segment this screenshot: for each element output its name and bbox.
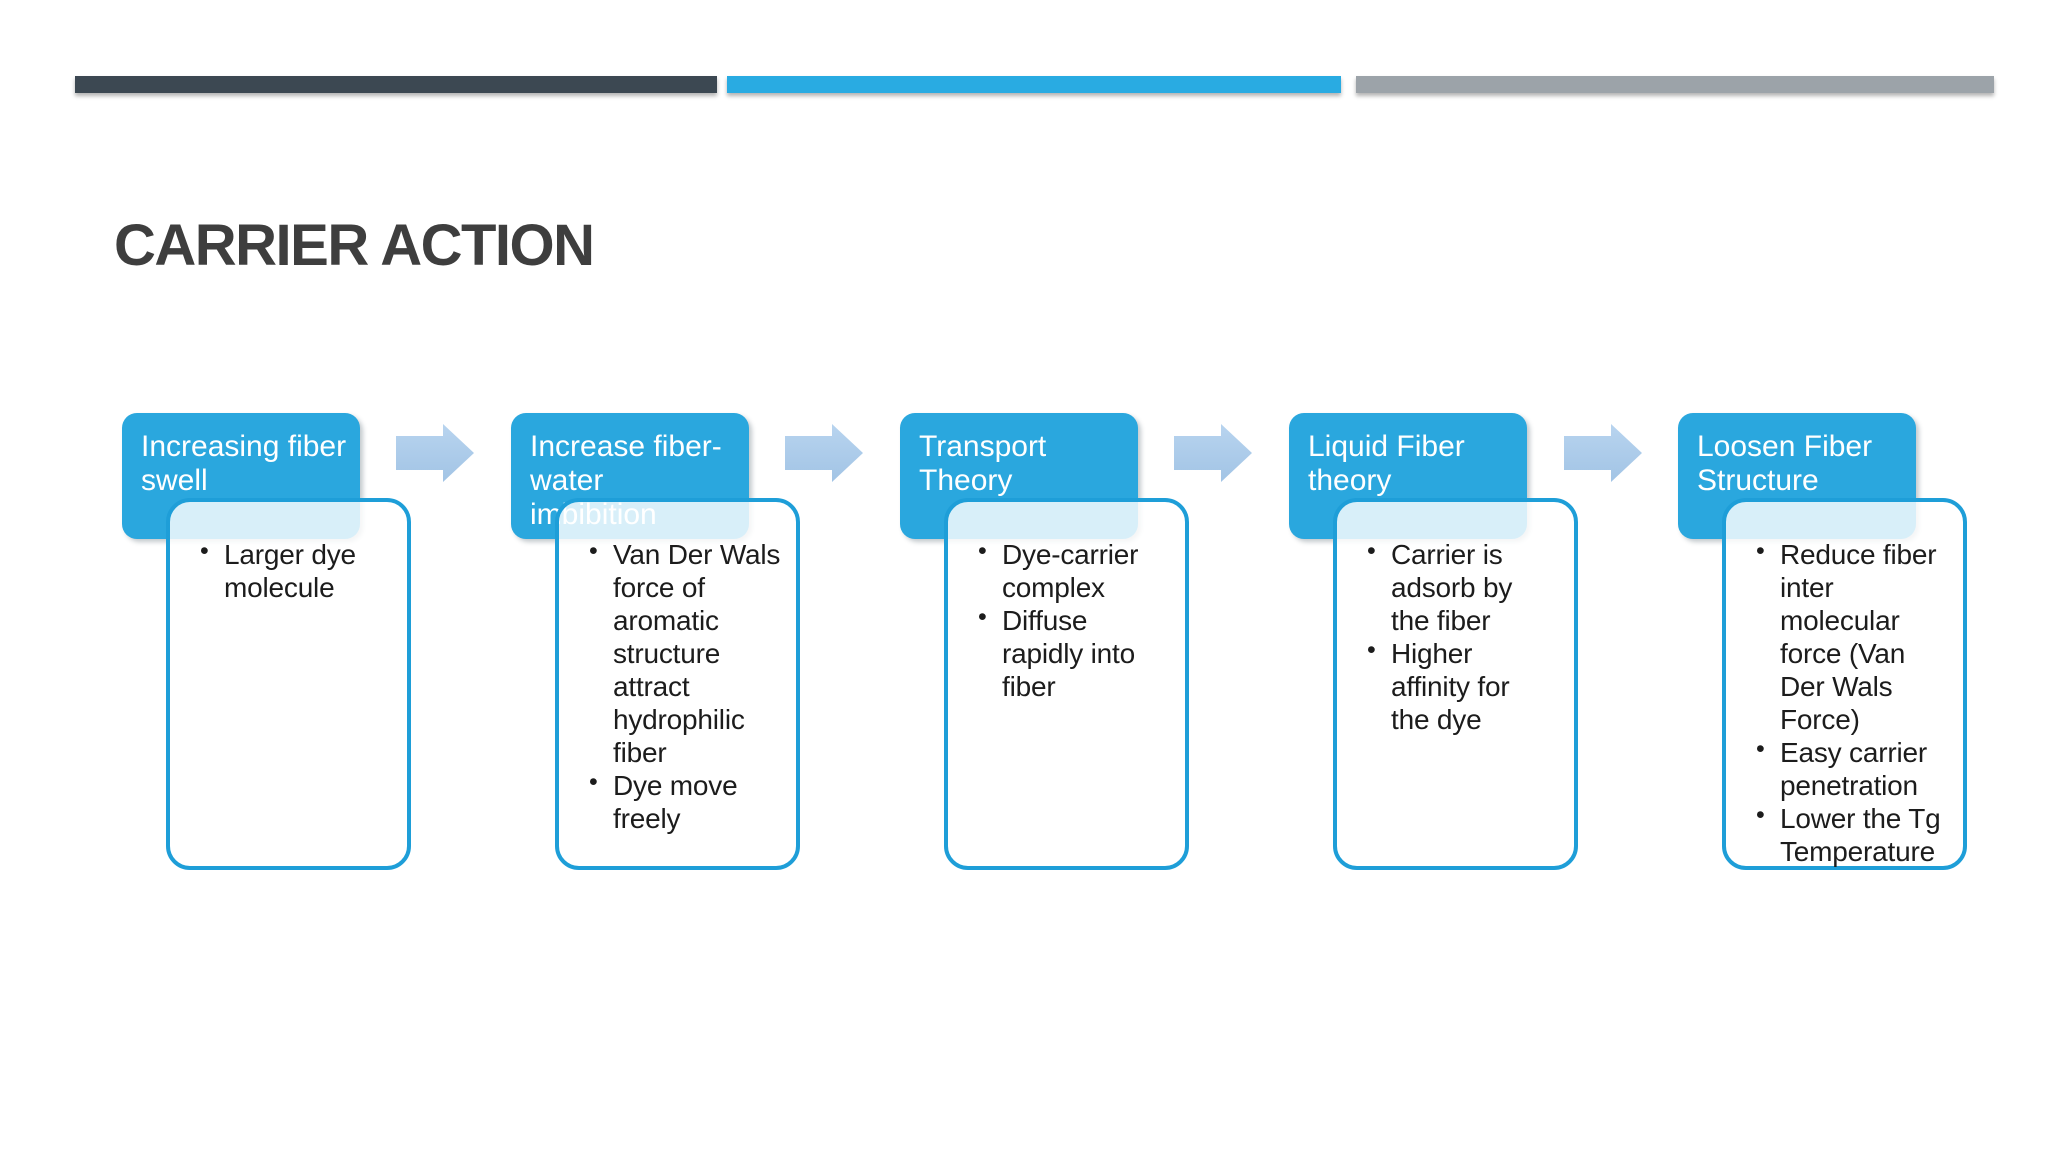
- top-accent-bar-gray: [1356, 76, 1994, 93]
- step-body: Larger dye molecule: [166, 498, 411, 870]
- bullet-item: Reduce fiber inter molecular force (Van …: [1756, 535, 1959, 736]
- bullet-item: Carrier is adsorb by the fiber: [1367, 535, 1570, 637]
- step-header: Loosen Fiber Structure: [1678, 413, 1916, 539]
- arrow-right-icon: [1564, 424, 1642, 482]
- arrow-right-icon: [1174, 424, 1252, 482]
- bullet-list: Van Der Wals force of aromatic structure…: [559, 502, 796, 835]
- step-body: Dye-carrier complex Diffuse rapidly into…: [944, 498, 1189, 870]
- process-step-2: Increase fiber- water imbibition Van Der…: [511, 413, 800, 870]
- process-step-1: Increasing fiber swell Larger dye molecu…: [122, 413, 411, 870]
- step-header: Transport Theory: [900, 413, 1138, 539]
- arrow-right-icon: [785, 424, 863, 482]
- bullet-item: Diffuse rapidly into fiber: [978, 601, 1181, 703]
- process-step-4: Liquid Fiber theory Carrier is adsorb by…: [1289, 413, 1578, 870]
- arrow-right-icon: [396, 424, 474, 482]
- page-title: CARRIER ACTION: [114, 213, 595, 278]
- bullet-item: Dye-carrier complex: [978, 535, 1181, 604]
- step-title: Transport Theory: [919, 430, 1047, 497]
- step-title: Liquid Fiber theory: [1308, 430, 1465, 497]
- bullet-item: Van Der Wals force of aromatic structure…: [589, 535, 792, 769]
- step-body: Carrier is adsorb by the fiber Higher af…: [1333, 498, 1578, 870]
- process-step-5: Loosen Fiber Structure Reduce fiber inte…: [1678, 413, 1967, 870]
- step-body: Reduce fiber inter molecular force (Van …: [1722, 498, 1967, 870]
- bullet-list: Dye-carrier complex Diffuse rapidly into…: [948, 502, 1185, 703]
- step-title: Increasing fiber swell: [141, 430, 347, 497]
- bullet-list: Larger dye molecule: [170, 502, 407, 604]
- bullet-item: Lower the Tg Temperature: [1756, 799, 1959, 868]
- bullet-list: Carrier is adsorb by the fiber Higher af…: [1337, 502, 1574, 736]
- bullet-item: Larger dye molecule: [200, 535, 403, 604]
- top-accent-bar-dark: [75, 76, 717, 93]
- step-body: Van Der Wals force of aromatic structure…: [555, 498, 800, 870]
- bullet-item: Higher affinity for the dye: [1367, 634, 1570, 736]
- step-title: Loosen Fiber Structure: [1697, 430, 1873, 497]
- bullet-list: Reduce fiber inter molecular force (Van …: [1726, 502, 1963, 868]
- process-step-3: Transport Theory Dye-carrier complex Dif…: [900, 413, 1189, 870]
- bullet-item: Dye move freely: [589, 766, 792, 835]
- bullet-item: Easy carrier penetration: [1756, 733, 1959, 802]
- top-accent-bar-blue: [727, 76, 1341, 93]
